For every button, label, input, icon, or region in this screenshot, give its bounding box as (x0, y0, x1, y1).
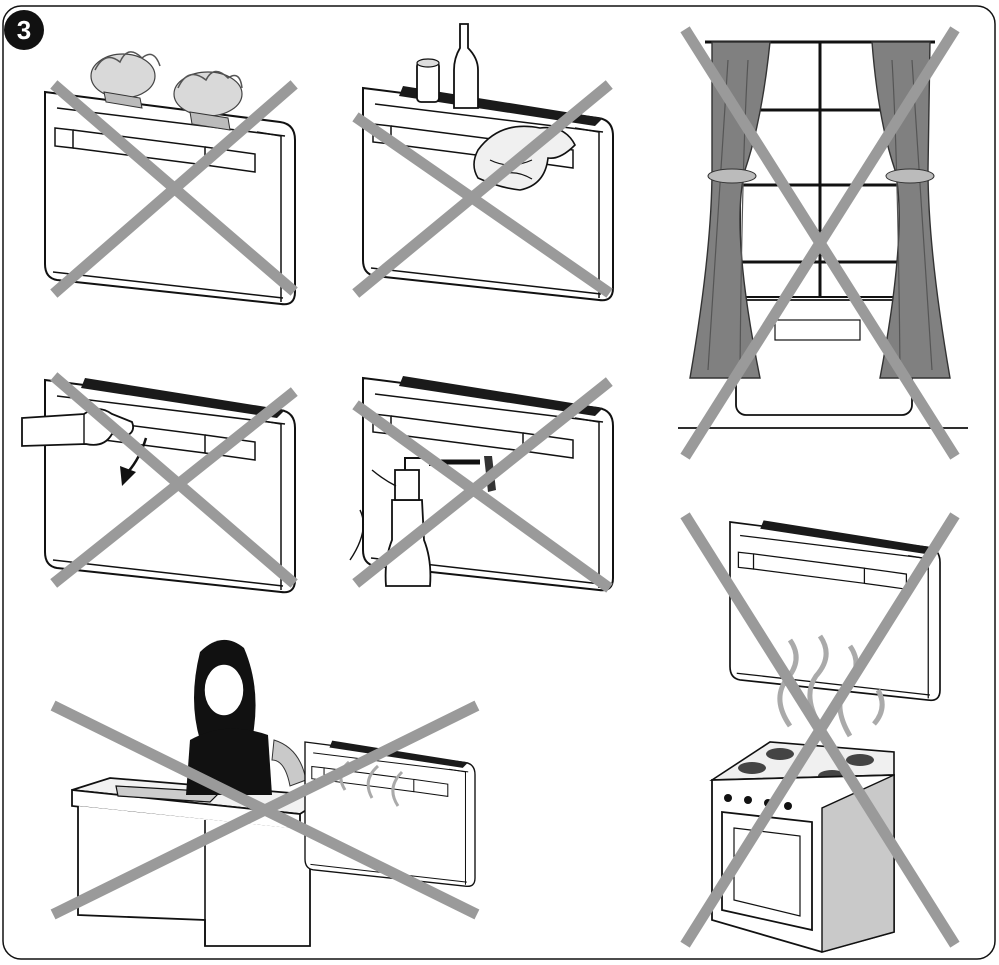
panel-unit-above-cooker (680, 512, 960, 953)
bottle-icon (453, 23, 479, 109)
prohibited-cross (50, 372, 298, 588)
unit-illustration (304, 740, 476, 888)
prohibited-cross (680, 512, 960, 948)
window-illustration (678, 40, 968, 429)
panel-plants-on-unit (44, 51, 298, 306)
panel-curtains-covering-unit (678, 26, 968, 460)
plant-icon (90, 51, 243, 131)
prohibited-cross (680, 26, 960, 460)
can-icon (416, 58, 440, 103)
prohibited-cross (352, 377, 613, 593)
panel-hand-forcing-flap (21, 372, 298, 594)
panel-spraying-water-on-unit (349, 376, 614, 593)
prohibited-cross (50, 700, 480, 920)
prohibited-cross (352, 80, 613, 298)
panel-person-in-direct-airflow (50, 639, 480, 947)
figure-border (2, 5, 996, 960)
person-icon (186, 639, 307, 795)
cooker-icon (709, 741, 895, 953)
panel-objects-and-cloth-on-unit (352, 23, 614, 302)
unit-illustration (729, 520, 941, 702)
figure-number-badge: 3 (4, 10, 44, 50)
prohibited-cross (50, 80, 298, 298)
